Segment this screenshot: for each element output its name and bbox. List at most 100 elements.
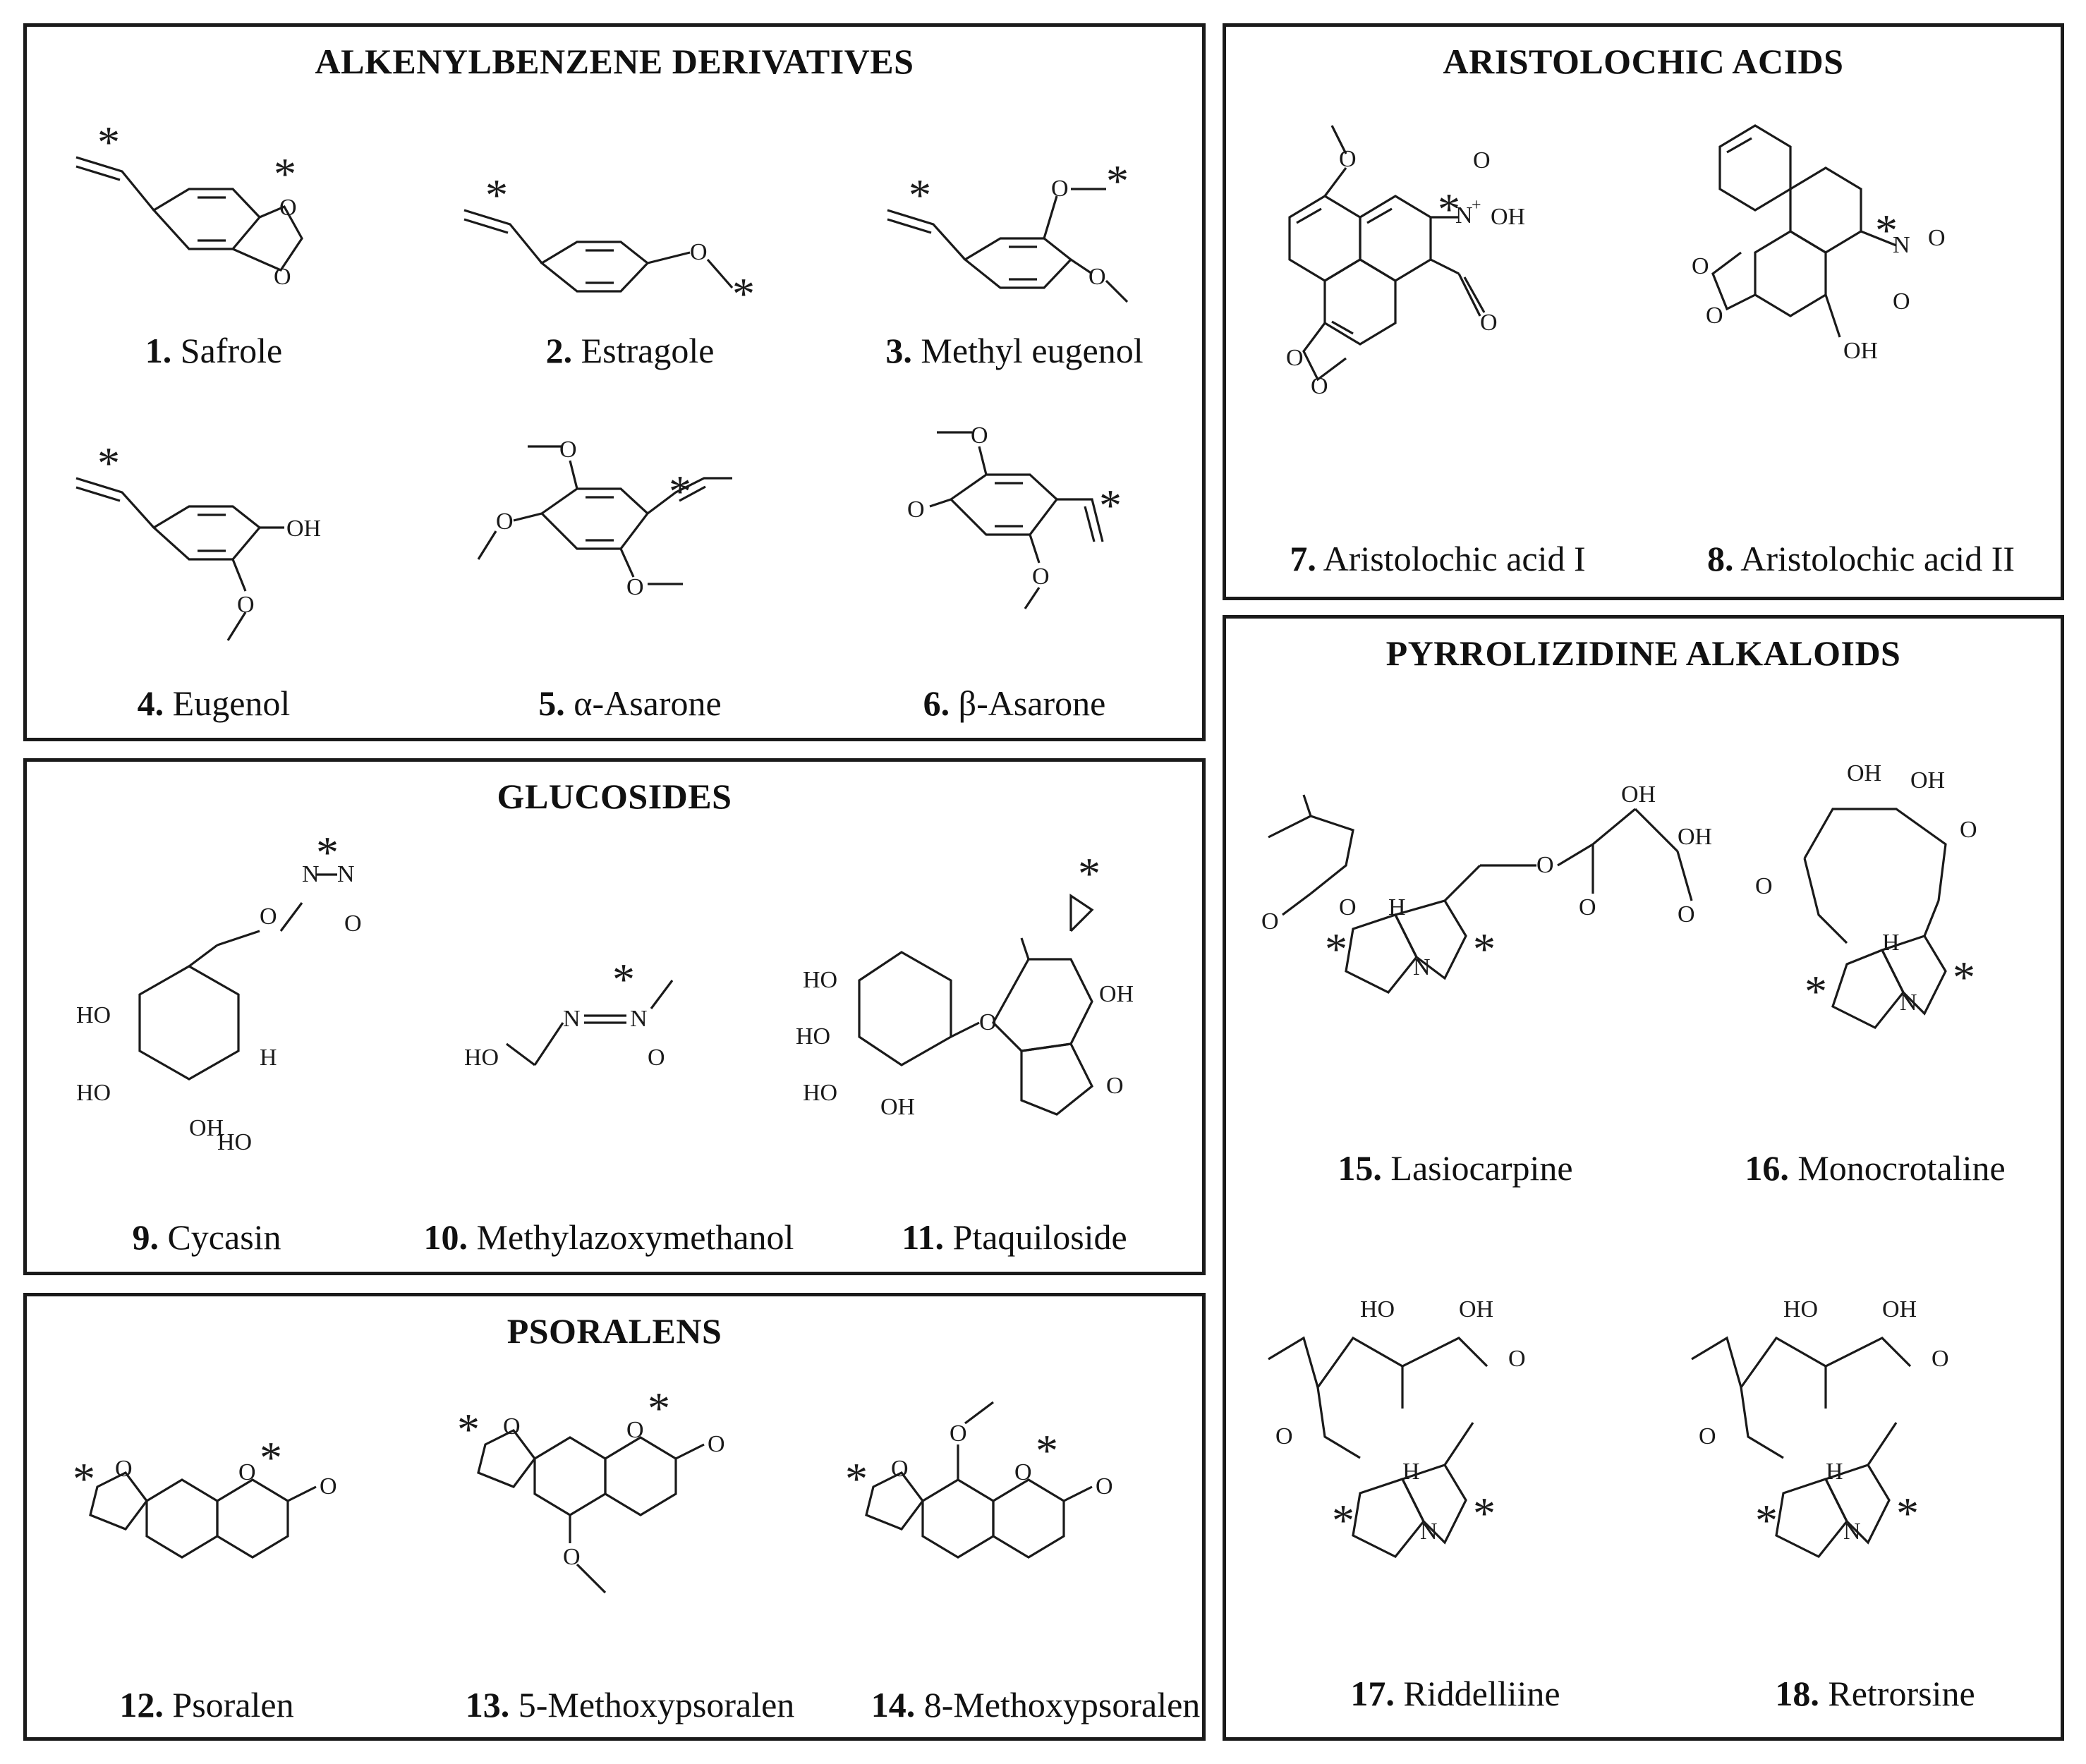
atom-N: N: [630, 1006, 648, 1032]
atom-OH: OH: [1678, 824, 1712, 850]
atom-O: O: [1275, 1423, 1293, 1449]
atom-HO: HO: [1783, 1296, 1818, 1322]
atom-O-minus: O: [1893, 288, 1910, 315]
structure-beta-asarone: O O O *: [907, 422, 1122, 609]
caption-9: 9. Cycasin: [132, 1217, 281, 1257]
caption-14: 14. 8-Methoxypsoralen: [871, 1685, 1201, 1725]
atom-N: N: [1420, 1519, 1438, 1545]
panel-title: ARISTOLOCHIC ACIDS: [1443, 42, 1844, 81]
asterisk: *: [1805, 966, 1827, 1016]
atom-N: N: [1843, 1519, 1861, 1545]
atom-O: O: [1706, 303, 1723, 329]
atom-H: H: [1826, 1459, 1843, 1485]
structure-riddelliine: HO OH O O H N * *: [1268, 1296, 1526, 1559]
atom-O: O: [1928, 225, 1946, 251]
asterisk: *: [1036, 1425, 1058, 1476]
atom-O: O: [1014, 1459, 1032, 1485]
atom-O: O: [891, 1456, 909, 1482]
caption-4: 4. Eugenol: [137, 683, 291, 723]
asterisk: *: [1755, 1495, 1778, 1545]
atom-O: O: [1536, 852, 1554, 878]
atom-O: O: [690, 239, 708, 265]
atom-H: H: [260, 1045, 277, 1071]
asterisk: *: [1325, 924, 1347, 974]
atom-N: N: [1455, 202, 1473, 229]
atom-O: O: [1755, 873, 1773, 899]
structure-retrorsine: HO OH O O H N * *: [1691, 1296, 1949, 1559]
atom-HO: HO: [803, 1080, 837, 1106]
structure-aristolochic-acid-II: N O O OH O O *: [1692, 124, 1946, 364]
structure-ptaquiloside: O HO HO HO OH OH O *: [796, 848, 1134, 1120]
atom-O: O: [1089, 264, 1106, 290]
caption-17: 17. Riddelliine: [1350, 1674, 1560, 1713]
panel-psoralens: PSORALENS O O O * * 12. Psoralen O O O O…: [23, 1293, 1206, 1741]
atom-O: O: [1051, 176, 1069, 202]
atom-O: O: [279, 195, 297, 221]
structure-monocrotaline: OH OH O O H N * *: [1755, 760, 1977, 1030]
asterisk: *: [669, 466, 691, 516]
atom-OH: OH: [880, 1094, 915, 1120]
atom-O: O: [1106, 1073, 1124, 1099]
structure-5-methoxypsoralen: O O O O * *: [457, 1383, 725, 1594]
atom-O: O: [1096, 1473, 1113, 1500]
caption-3: 3. Methyl eugenol: [885, 331, 1144, 370]
atom-HO: HO: [796, 1023, 830, 1050]
atom-O: O: [1311, 373, 1328, 399]
panel-title: GLUCOSIDES: [497, 777, 732, 816]
caption-5: 5. α-Asarone: [538, 683, 722, 723]
atom-OH: OH: [1910, 767, 1945, 793]
atom-O: O: [559, 437, 577, 463]
atom-OH: OH: [1621, 781, 1656, 808]
atom-O: O: [1339, 146, 1357, 172]
panel-aristolochic-acids: ARISTOLOCHIC ACIDS O N + O OH O O O * 7.…: [1223, 23, 2064, 600]
caption-8: 8. Aristolochic acid II: [1707, 539, 2015, 578]
asterisk: *: [260, 1433, 282, 1483]
asterisk: *: [1953, 952, 1975, 1002]
asterisk: *: [97, 117, 120, 167]
atom-HO: HO: [76, 1080, 111, 1106]
atom-OH: OH: [1882, 1296, 1917, 1322]
caption-13: 13. 5-Methoxypsoralen: [465, 1685, 795, 1725]
caption-10: 10. Methylazoxymethanol: [423, 1217, 794, 1257]
caption-7: 7. Aristolochic acid I: [1290, 539, 1586, 578]
structure-cycasin: O N N O HO HO OH HO H *: [76, 827, 362, 1155]
structure-alpha-asarone: O O O *: [477, 437, 732, 600]
atom-O: O: [950, 1421, 967, 1447]
atom-O: O: [1678, 901, 1695, 927]
atom-O: O: [626, 574, 644, 600]
asterisk: *: [1332, 1495, 1354, 1545]
atom-N: N: [1893, 232, 1910, 258]
asterisk: *: [1473, 924, 1496, 974]
atom-O: O: [320, 1473, 337, 1500]
atom-O: O: [1692, 253, 1709, 279]
atom-N: N: [337, 861, 355, 887]
atom-OH: OH: [189, 1115, 224, 1141]
atom-O: O: [1932, 1346, 1949, 1372]
asterisk: *: [845, 1454, 868, 1504]
atom-O: O: [503, 1413, 521, 1440]
caption-1: 1. Safrole: [145, 331, 283, 370]
caption-16: 16. Monocrotaline: [1745, 1148, 2006, 1188]
structure-safrole: O O * *: [75, 117, 303, 290]
atom-O: O: [1699, 1423, 1716, 1449]
structure-methylazoxymethanol: HO N N O *: [464, 954, 674, 1071]
atom-O: O: [344, 911, 362, 937]
atom-O: O: [237, 592, 255, 618]
atom-O: O: [238, 1459, 256, 1485]
asterisk: *: [648, 1383, 670, 1433]
atom-HO: HO: [464, 1045, 499, 1071]
atom-O: O: [979, 1009, 997, 1035]
asterisk: *: [1438, 184, 1460, 234]
asterisk: *: [909, 170, 931, 220]
asterisk: *: [1896, 1488, 1919, 1538]
atom-H: H: [1388, 894, 1406, 920]
structure-methyl-eugenol: O O * *: [887, 156, 1129, 303]
caption-15: 15. Lasiocarpine: [1338, 1148, 1573, 1188]
asterisk: *: [1078, 848, 1100, 899]
caption-2: 2. Estragole: [545, 331, 715, 370]
atom-OH: OH: [1459, 1296, 1493, 1322]
panel-pyrrolizidine-alkaloids: PYRROLIZIDINE ALKALOIDS O O H N O O OH O…: [1223, 615, 2064, 1741]
panel-title: PYRROLIZIDINE ALKALOIDS: [1385, 633, 1901, 673]
atom-HO: HO: [1360, 1296, 1395, 1322]
asterisk: *: [274, 149, 296, 199]
